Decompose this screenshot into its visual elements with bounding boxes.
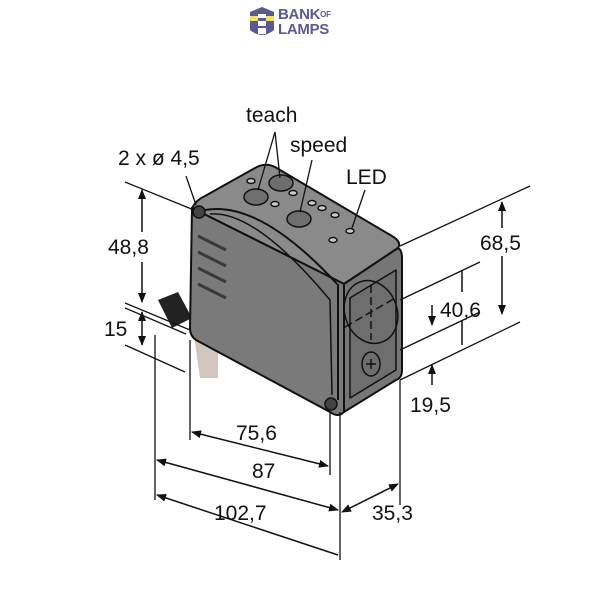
label-mounting-holes: 2 x ø 4,5 <box>118 147 200 170</box>
logo-text-lamps: LAMPS <box>278 21 330 38</box>
mounting-hole-top <box>192 205 206 219</box>
logo-text-bank: BANK <box>278 6 321 23</box>
dimension-arrows <box>138 189 506 556</box>
speed-button <box>286 210 312 228</box>
dim-height-total: 68,5 <box>480 232 521 255</box>
lenses <box>343 279 399 377</box>
dim-height-side: 48,8 <box>108 236 149 259</box>
lens-large <box>343 279 399 345</box>
dim-width: 35,3 <box>372 502 413 525</box>
logo-text-of: OF <box>320 10 331 19</box>
housing-vents <box>197 234 227 300</box>
teach-button-1 <box>268 174 294 192</box>
dim-connector: 15 <box>104 318 127 341</box>
dim-lens-spacing: 40,6 <box>440 299 481 322</box>
dim-length-inner: 75,6 <box>236 422 277 445</box>
led-indicator <box>345 227 355 235</box>
sensor-housing <box>189 163 403 416</box>
dim-length-total: 102,7 <box>214 502 267 525</box>
mounting-hole-bottom <box>324 397 338 411</box>
lens-small <box>361 351 381 377</box>
leader-lines <box>124 131 531 560</box>
dim-lens-bottom: 19,5 <box>410 394 451 417</box>
top-controls <box>243 174 355 244</box>
bank-of-lamps-logo: BANKOF LAMPS <box>248 6 358 42</box>
label-teach: teach <box>246 104 297 127</box>
dim-length-body: 87 <box>252 460 275 483</box>
label-speed: speed <box>290 134 347 157</box>
label-led: LED <box>346 166 387 189</box>
lighthouse-icon <box>250 7 274 35</box>
connector <box>158 292 218 378</box>
teach-button-2 <box>243 188 269 206</box>
